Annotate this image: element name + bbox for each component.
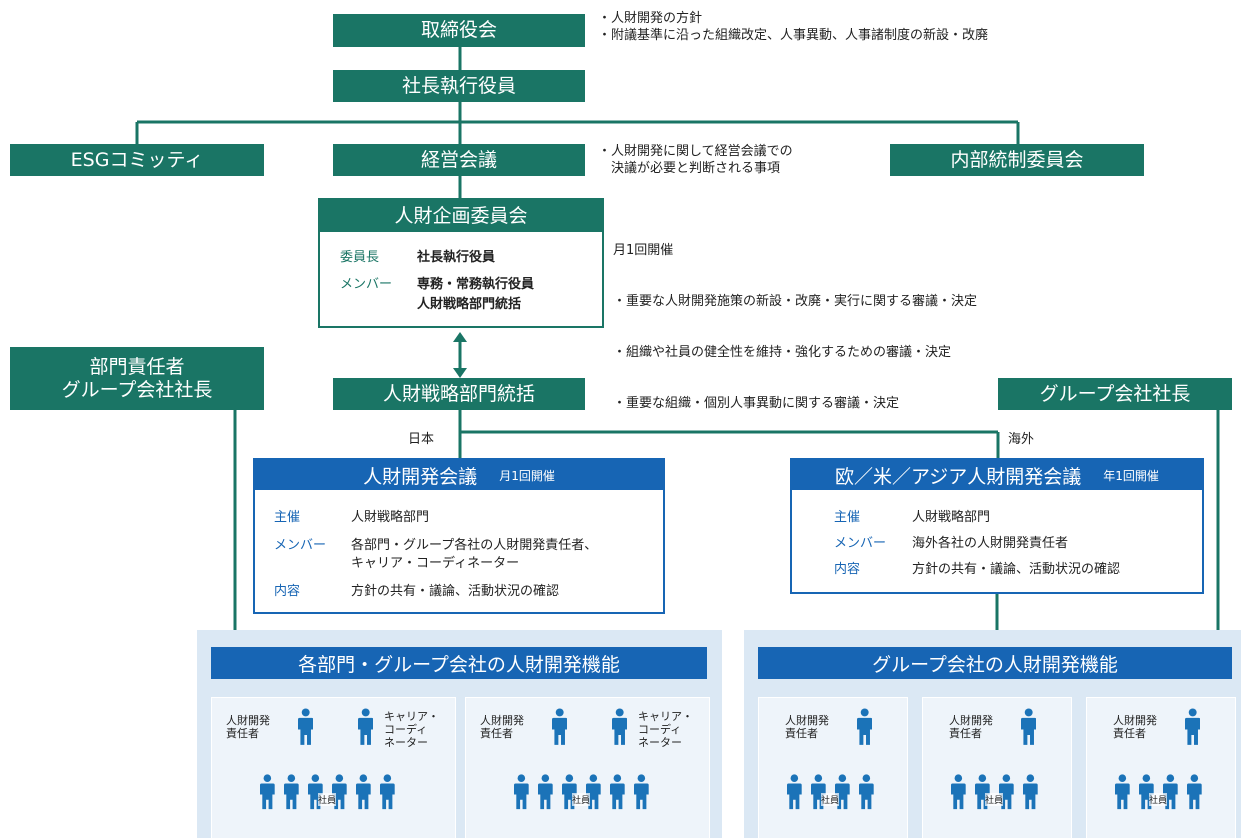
right-function-panel: グループ会社の人財開発機能 人財開発 責任者 社員 人財開発 責任者 社員 人財… xyxy=(744,630,1241,839)
arrow-down-head xyxy=(453,368,467,378)
responsible-label: 人財開発 責任者 xyxy=(226,714,270,740)
responsible-person-icon xyxy=(1021,708,1037,745)
jp-council-header: 人財開発会議 月1回開催 xyxy=(255,460,663,490)
responsible-person-icon xyxy=(857,708,873,745)
staff-person-icon xyxy=(634,774,649,810)
responsible-person-icon xyxy=(1185,708,1201,745)
member-val1: 専務・常務執行役員 xyxy=(417,277,535,292)
esg-box: ESGコミッティ xyxy=(10,144,264,176)
right-card-2: 人財開発 責任者 社員 xyxy=(922,697,1072,839)
chair-key: 委員長 xyxy=(340,250,380,265)
staff-person-icon xyxy=(951,774,966,810)
right-card-1: 人財開発 責任者 社員 xyxy=(758,697,908,839)
left-card-1: 人財開発 責任者 キャリア・ コーディ ネーター 社員 xyxy=(211,697,456,839)
staff-person-icon xyxy=(356,774,371,810)
hr-committee-notes: 月1回開催 ・重要な人財開発施策の新設・改廃・実行に関する審議・決定 ・組織や社… xyxy=(613,243,978,411)
staff-person-icon xyxy=(260,774,275,810)
coordinator-person-icon xyxy=(612,708,628,745)
mgmt-label: 経営会議 xyxy=(420,148,497,171)
responsible-label: 人財開発 責任者 xyxy=(1113,714,1157,740)
os-council-box: 欧／米／アジア人財開発会議 年1回開催 主催 人財戦略部門 メンバー 海外各社の… xyxy=(790,458,1204,594)
staff-person-icon xyxy=(380,774,395,810)
staff-person-icon xyxy=(514,774,529,810)
staff-person-icon xyxy=(610,774,625,810)
overseas-label: 海外 xyxy=(1008,432,1035,447)
staff-person-icon xyxy=(1187,774,1202,810)
right-panel-title: グループ会社の人財開発機能 xyxy=(758,647,1232,679)
jp-council-box: 人財開発会議 月1回開催 主催 人財戦略部門 メンバー 各部門・グループ各社の人… xyxy=(253,458,665,614)
group-president-box: グループ会社社長 xyxy=(998,378,1232,410)
staff-person-icon xyxy=(1115,774,1130,810)
board-notes: ・人財開発の方針・附議基準に沿った組織改定、人事異動、人事諸制度の新設・改廃 xyxy=(598,11,989,43)
staff-label: 社員 xyxy=(1149,793,1168,806)
board-label: 取締役会 xyxy=(420,19,497,42)
left-card-2: 人財開発 責任者 キャリア・ コーディ ネーター 社員 xyxy=(465,697,710,839)
mgmt-box: 経営会議 xyxy=(333,144,585,176)
executive-box: 社長執行役員 xyxy=(333,70,585,102)
chair-val: 社長執行役員 xyxy=(417,250,496,265)
japan-label: 日本 xyxy=(408,432,435,447)
member-val2: 人財戦略部門統括 xyxy=(417,297,522,312)
staff-label: 社員 xyxy=(318,793,337,806)
arrow-up-head xyxy=(453,332,467,342)
staff-person-icon xyxy=(538,774,553,810)
internal-label: 内部統制委員会 xyxy=(950,148,1084,171)
staff-person-icon xyxy=(787,774,802,810)
coordinator-person-icon xyxy=(358,708,374,745)
os-council-header: 欧／米／アジア人財開発会議 年1回開催 xyxy=(792,460,1202,490)
coordinator-label: キャリア・ コーディ ネーター xyxy=(638,710,693,749)
left-panel-title: 各部門・グループ会社の人財開発機能 xyxy=(211,647,707,679)
hr-committee-box: 人財企画委員会 委員長 社長執行役員 メンバー 専務・常務執行役員 人財戦略部門… xyxy=(318,198,604,328)
staff-label: 社員 xyxy=(821,793,840,806)
right-card-3: 人財開発 責任者 社員 xyxy=(1086,697,1236,839)
mgmt-notes: ・人財開発に関して経営会議での 決議が必要と判断される事項 xyxy=(598,144,793,176)
responsible-label: 人財開発 責任者 xyxy=(949,714,993,740)
strategy-box: 人財戦略部門統括 xyxy=(333,378,585,410)
member-key: メンバー xyxy=(340,277,393,292)
responsible-person-icon xyxy=(298,708,314,745)
hr-committee-title: 人財企画委員会 xyxy=(320,200,602,232)
staff-person-icon xyxy=(859,774,874,810)
staff-person-icon xyxy=(284,774,299,810)
coordinator-label: キャリア・ コーディ ネーター xyxy=(384,710,439,749)
staff-label: 社員 xyxy=(572,793,591,806)
internal-box: 内部統制委員会 xyxy=(890,144,1144,176)
left-function-panel: 各部門・グループ会社の人財開発機能 人財開発 責任者 キャリア・ コーディ ネー… xyxy=(197,630,722,839)
esg-label: ESGコミッティ xyxy=(70,148,204,171)
responsible-person-icon xyxy=(552,708,568,745)
staff-label: 社員 xyxy=(985,793,1004,806)
staff-person-icon xyxy=(1023,774,1038,810)
responsible-label: 人財開発 責任者 xyxy=(480,714,524,740)
responsible-label: 人財開発 責任者 xyxy=(785,714,829,740)
dept-head-box: 部門責任者 グループ会社社長 xyxy=(10,347,264,410)
board-box: 取締役会 xyxy=(333,14,585,47)
executive-label: 社長執行役員 xyxy=(401,74,516,97)
